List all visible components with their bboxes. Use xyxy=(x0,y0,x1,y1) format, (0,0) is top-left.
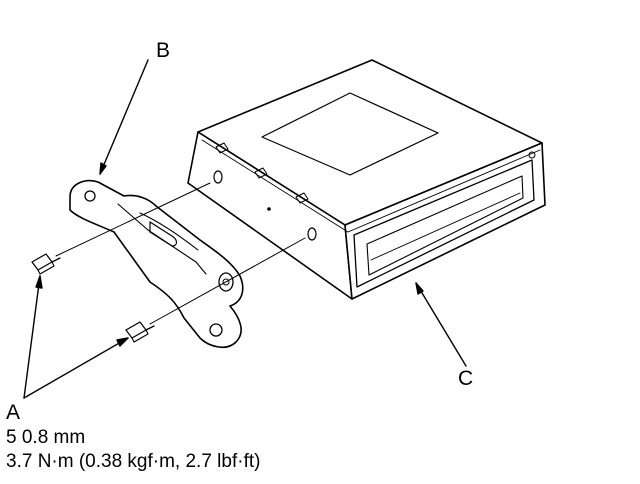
label-b: B xyxy=(156,39,171,62)
bolt-size-spec: 5 0.8 mm xyxy=(6,427,86,448)
alignment-lines xyxy=(55,182,306,325)
bolt-upper xyxy=(31,253,61,275)
mounting-bracket xyxy=(69,179,244,349)
label-a: A xyxy=(6,401,21,424)
bolt-lower xyxy=(125,321,155,343)
torque-spec: 3.7 N·m (0.38 kgf·m, 2.7 lbf·ft) xyxy=(6,451,261,472)
unit-box xyxy=(187,59,546,300)
label-c: C xyxy=(458,367,474,390)
leader-lines xyxy=(23,59,467,399)
